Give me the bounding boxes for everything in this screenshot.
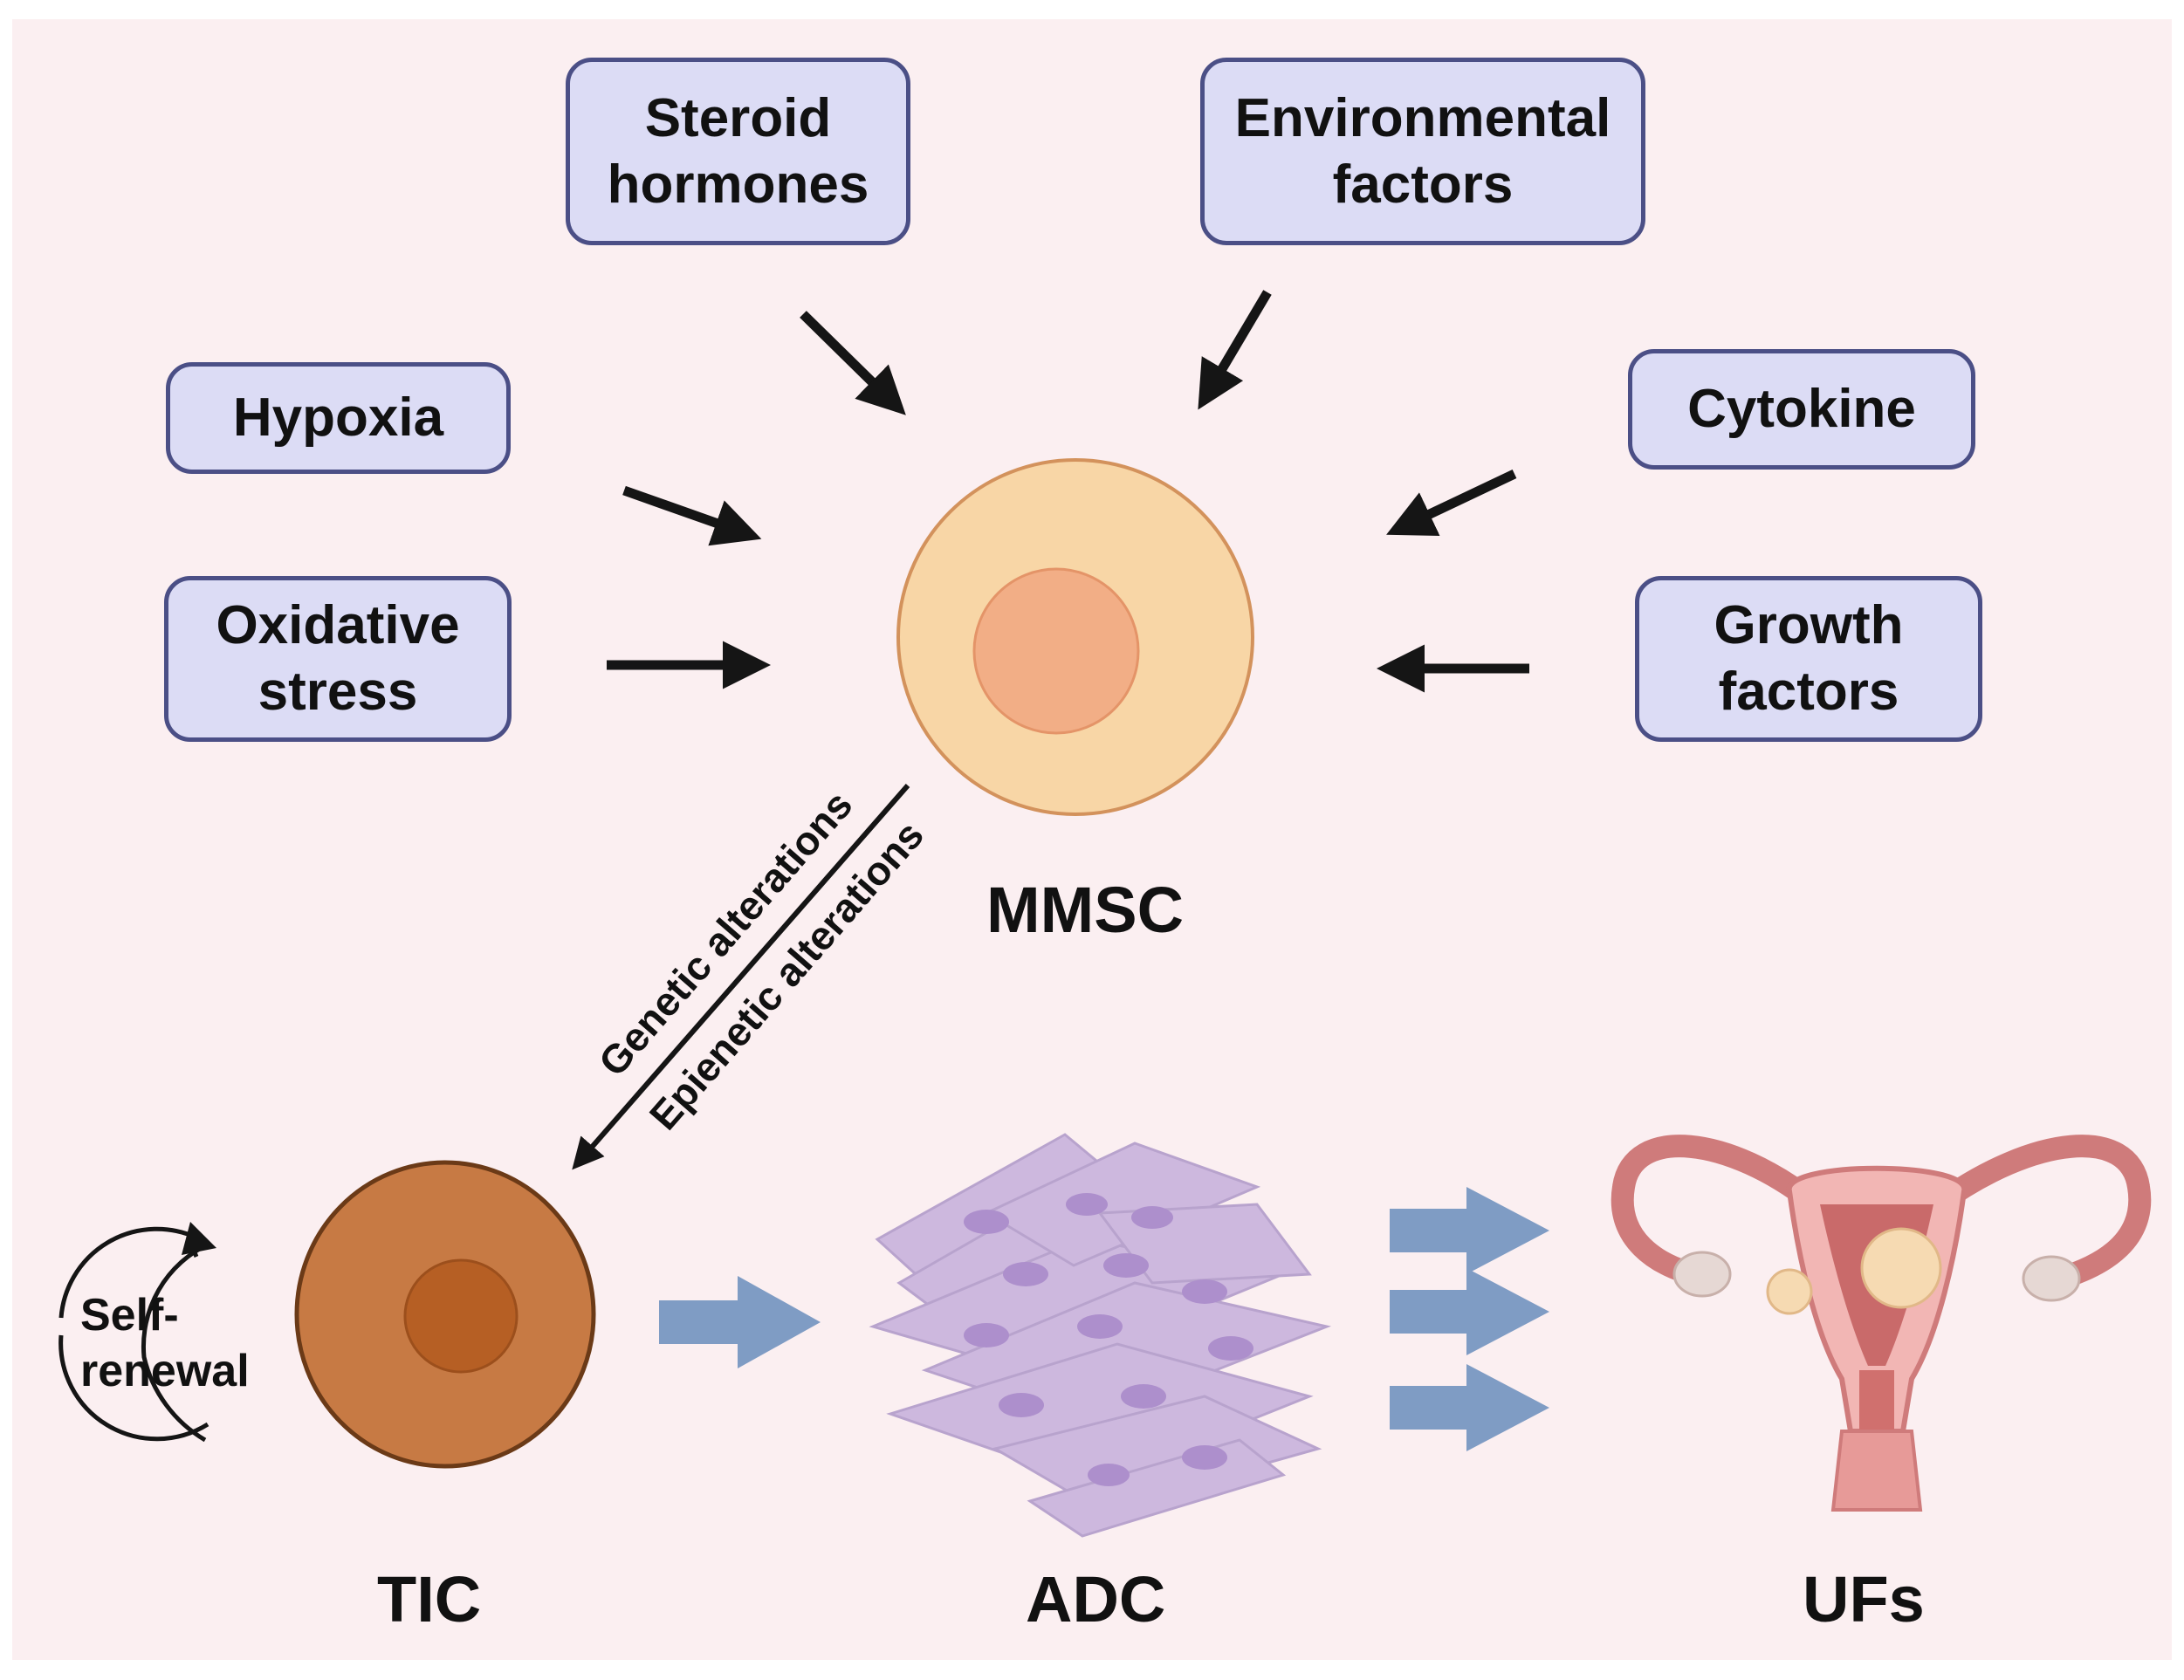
self-renewal-arrow-bottom: [58, 1334, 209, 1442]
block-arrow-adc-to-ufs-3: [1390, 1364, 1549, 1451]
ufs-label: UFs: [1803, 1563, 1925, 1635]
arrow-steroid-to-mmsc: [800, 311, 906, 415]
factor-box-hypoxia: Hypoxia: [166, 362, 511, 474]
factor-box-steroid-hormones: Steroid hormones: [566, 58, 910, 245]
factor-box-growth-factors: Growth factors: [1635, 576, 1982, 742]
fibroid-small: [1766, 1268, 1813, 1315]
tic-nucleus: [403, 1258, 519, 1374]
adc-label: ADC: [1026, 1563, 1166, 1635]
factor-label-cytokine: Cytokine: [1687, 379, 1916, 439]
self-renewal-arrow: [141, 1241, 211, 1443]
fibroid-large: [1860, 1227, 1942, 1309]
block-arrow-tic-to-adc: [659, 1276, 821, 1368]
factor-label-oxidative-stress: Oxidative stress: [216, 595, 460, 722]
right-fallopian-tube: [1926, 1135, 2152, 1290]
left-fallopian-tube: [1611, 1135, 1827, 1286]
arrow-environmental-to-mmsc: [1198, 290, 1272, 410]
factor-label-steroid-hormones: Steroid hormones: [607, 87, 869, 215]
uterus-illustration: [1611, 1135, 2152, 1512]
block-arrow-adc-to-ufs-1: [1390, 1187, 1549, 1274]
factor-label-environmental-factors: Environmental factors: [1234, 87, 1611, 215]
tic-label: TIC: [377, 1563, 482, 1635]
mmsc-label: MMSC: [986, 874, 1185, 946]
self-renewal-arrow-top: [58, 1226, 198, 1319]
factor-box-oxidative-stress: Oxidative stress: [164, 576, 512, 742]
self-renewal-label: Self- renewal: [80, 1290, 250, 1396]
factor-label-growth-factors: Growth factors: [1714, 595, 1904, 722]
factor-box-environmental-factors: Environmental factors: [1200, 58, 1645, 245]
right-ovary: [2022, 1255, 2081, 1302]
alteration-arrow: [572, 784, 910, 1170]
arrow-cytokine-to-mmsc: [1386, 470, 1517, 536]
block-arrow-adc-to-ufs-2: [1390, 1268, 1549, 1355]
factor-box-cytokine: Cytokine: [1628, 349, 1975, 470]
mmsc-nucleus: [972, 567, 1140, 735]
left-ovary: [1672, 1251, 1732, 1298]
vagina: [1830, 1430, 1923, 1512]
self-renewal-arrowhead-tip: [182, 1222, 216, 1255]
arrow-hypoxia-to-mmsc: [622, 485, 762, 546]
adc-nuclei: [964, 1193, 1253, 1486]
factor-label-hypoxia: Hypoxia: [232, 387, 444, 448]
